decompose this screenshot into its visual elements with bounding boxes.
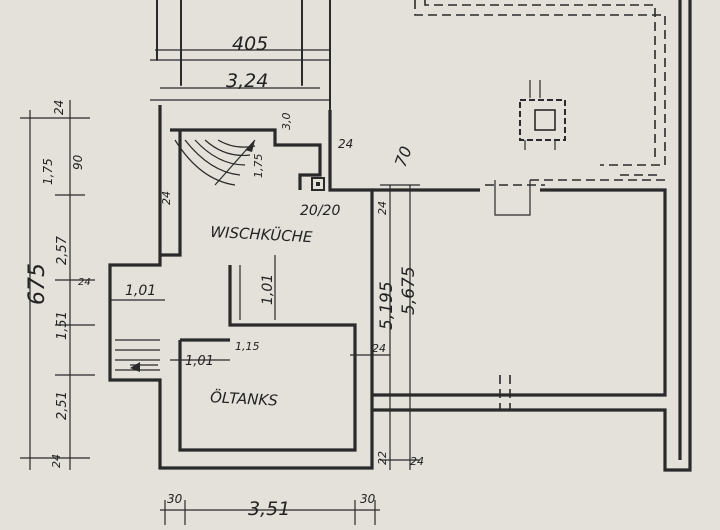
dim-left-a: 1,75 — [41, 158, 55, 185]
dim-small-70: 70 — [391, 144, 416, 170]
dim-bottom-left: 30 — [167, 492, 183, 506]
dim-left-top: 24 — [52, 100, 66, 115]
dim-left-bottom: 24 — [50, 454, 63, 468]
right-rooms — [372, 0, 692, 472]
dim-mid-115: 1,15 — [235, 340, 260, 353]
dim-left-total: 675 — [25, 263, 50, 305]
dim-right-24-c: 24 — [410, 455, 424, 468]
dim-small-24-b: 24 — [160, 191, 173, 205]
dim-stair-inner: 1,75 — [252, 154, 265, 179]
dim-right-24-b: 24 — [372, 342, 386, 355]
staircase — [115, 139, 256, 372]
dim-small-22: 22 — [376, 451, 389, 465]
dim-mid-101-c: 1,01 — [185, 354, 214, 369]
dim-right-inner: 5,195 — [377, 281, 397, 330]
dim-left-e: 2,51 — [55, 391, 70, 420]
dim-left-c: 2,57 — [55, 235, 70, 265]
dim-mid-101-b: 1,01 — [260, 274, 276, 305]
corridor-walls — [150, 0, 331, 111]
dim-wall-24: 24 — [338, 137, 353, 151]
dim-stair-right: 3,0 — [280, 113, 293, 131]
room-label-tanks: ÖLTANKS — [210, 387, 279, 410]
dim-left-d: 1,51 — [55, 311, 70, 340]
room-walls — [108, 105, 374, 470]
dim-top-inner: 3,24 — [226, 70, 268, 92]
dim-left-b: 90 — [71, 154, 85, 170]
dim-bottom-mid: 3,51 — [248, 498, 290, 520]
dim-left-small: 24 — [78, 277, 91, 288]
chimney-label: 20/20 — [300, 203, 340, 219]
dim-top-outer: 405 — [232, 33, 268, 55]
dim-right-24-a: 24 — [376, 201, 389, 215]
dimension-lines — [20, 49, 420, 525]
chimney-box — [311, 177, 325, 191]
dim-right-outer: 5,675 — [399, 266, 419, 315]
dim-mid-101-a: 1,01 — [125, 283, 156, 299]
room-label-laundry: WISCHKÜCHE — [210, 222, 314, 246]
dim-bottom-right: 30 — [360, 492, 376, 506]
labels: 405 3,24 675 24 1,75 90 2,57 1,51 2,51 2… — [25, 33, 424, 520]
